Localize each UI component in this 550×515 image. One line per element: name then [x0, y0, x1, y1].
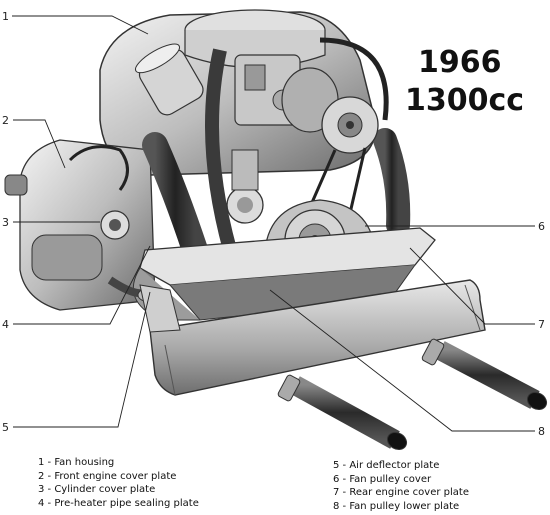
- legend-item: 2 - Front engine cover plate: [38, 470, 177, 482]
- exhaust-pipe-left: [277, 374, 408, 451]
- callout-2: 2: [2, 114, 9, 127]
- callout-7: 7: [538, 318, 545, 331]
- exhaust-pipe-right: [421, 338, 548, 411]
- leader-line-5: [13, 291, 151, 428]
- callout-4: 4: [2, 318, 9, 331]
- leader-line-1: [12, 15, 149, 35]
- legend-item: 5 - Air deflector plate: [333, 460, 440, 471]
- legend-item: 6 - Fan pulley cover: [333, 473, 432, 485]
- legend-item: 1 - Fan housing: [38, 457, 115, 468]
- legend-right: 5 - Air deflector plate 6 - Fan pulley c…: [333, 459, 469, 513]
- leader-lines: [12, 15, 535, 432]
- legend-item: 3 - Cylinder cover plate: [38, 484, 156, 495]
- leader-line-7: [409, 247, 535, 325]
- callout-1: 1: [2, 10, 9, 23]
- right-hose: [373, 128, 411, 237]
- title-displacement: 1300cc: [405, 83, 524, 118]
- callout-6: 6: [538, 220, 545, 233]
- legend-left: 1 - Fan housing 2 - Front engine cover p…: [38, 456, 199, 510]
- legend-item: 7 - Rear engine cover plate: [333, 487, 469, 498]
- legend-item: 8 - Fan pulley lower plate: [333, 500, 460, 512]
- legend-item: 4 - Pre-heater pipe sealing plate: [38, 497, 199, 509]
- callout-3: 3: [2, 216, 9, 229]
- title-year: 1966: [418, 45, 502, 80]
- left-hose: [142, 132, 208, 263]
- engine-illustration: [4, 9, 548, 451]
- leader-line-8: [269, 289, 535, 432]
- callout-5: 5: [2, 421, 9, 434]
- leader-line-4: [13, 245, 151, 325]
- muffler-shape: [149, 279, 486, 396]
- callout-8: 8: [538, 425, 545, 438]
- leader-line-2: [13, 119, 66, 169]
